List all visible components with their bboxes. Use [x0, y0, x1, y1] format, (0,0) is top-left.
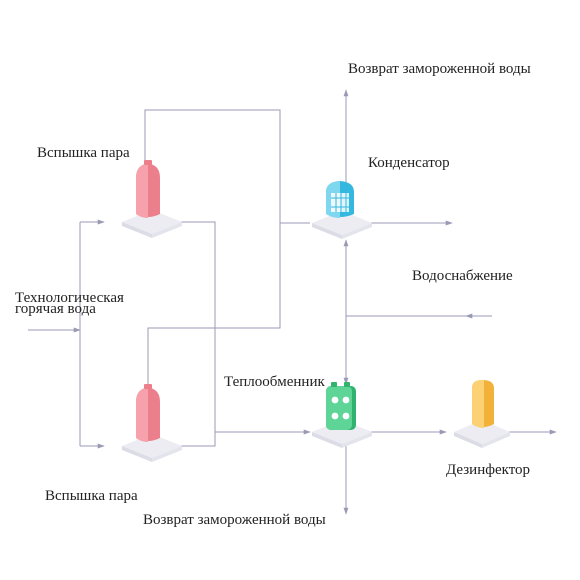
pipes [28, 89, 557, 515]
pipe-bottom-flash-steam [147, 223, 281, 390]
tank-icon [136, 384, 160, 442]
label-condenser: Конденсатор [368, 155, 450, 171]
pipe-top-flash-drain [180, 221, 216, 446]
pipe-bottom-flash-drain [180, 429, 311, 447]
label-heat-exchanger: Теплообменник [224, 374, 325, 390]
condenser-icon [326, 181, 354, 218]
label-process-hot-water-1: Технологическая [15, 290, 124, 306]
label-disinfector: Дезинфектор [446, 462, 530, 478]
disinfector-icon [472, 380, 494, 428]
label-chilled-return-top: Возврат замороженной воды [348, 61, 531, 77]
label-water-supply: Водоснабжение [412, 268, 513, 284]
pipe-top-flash-steam [144, 109, 310, 224]
label-process-hot-water-2: горячая вода [15, 301, 96, 317]
label-steam-flash-bottom: Вспышка пара [45, 488, 138, 504]
labels: Возврат замороженной воды Вспышка пара К… [15, 61, 531, 528]
flash-tank-bottom [122, 384, 182, 462]
heat-exchanger [312, 382, 372, 448]
heat-exchanger-icon [326, 382, 356, 430]
disinfector [454, 380, 510, 448]
tank-icon [136, 160, 160, 218]
label-chilled-return-bottom: Возврат замороженной воды [143, 512, 326, 528]
condenser [312, 181, 372, 239]
flash-tank-top [122, 160, 182, 238]
label-steam-flash-top: Вспышка пара [37, 145, 130, 161]
